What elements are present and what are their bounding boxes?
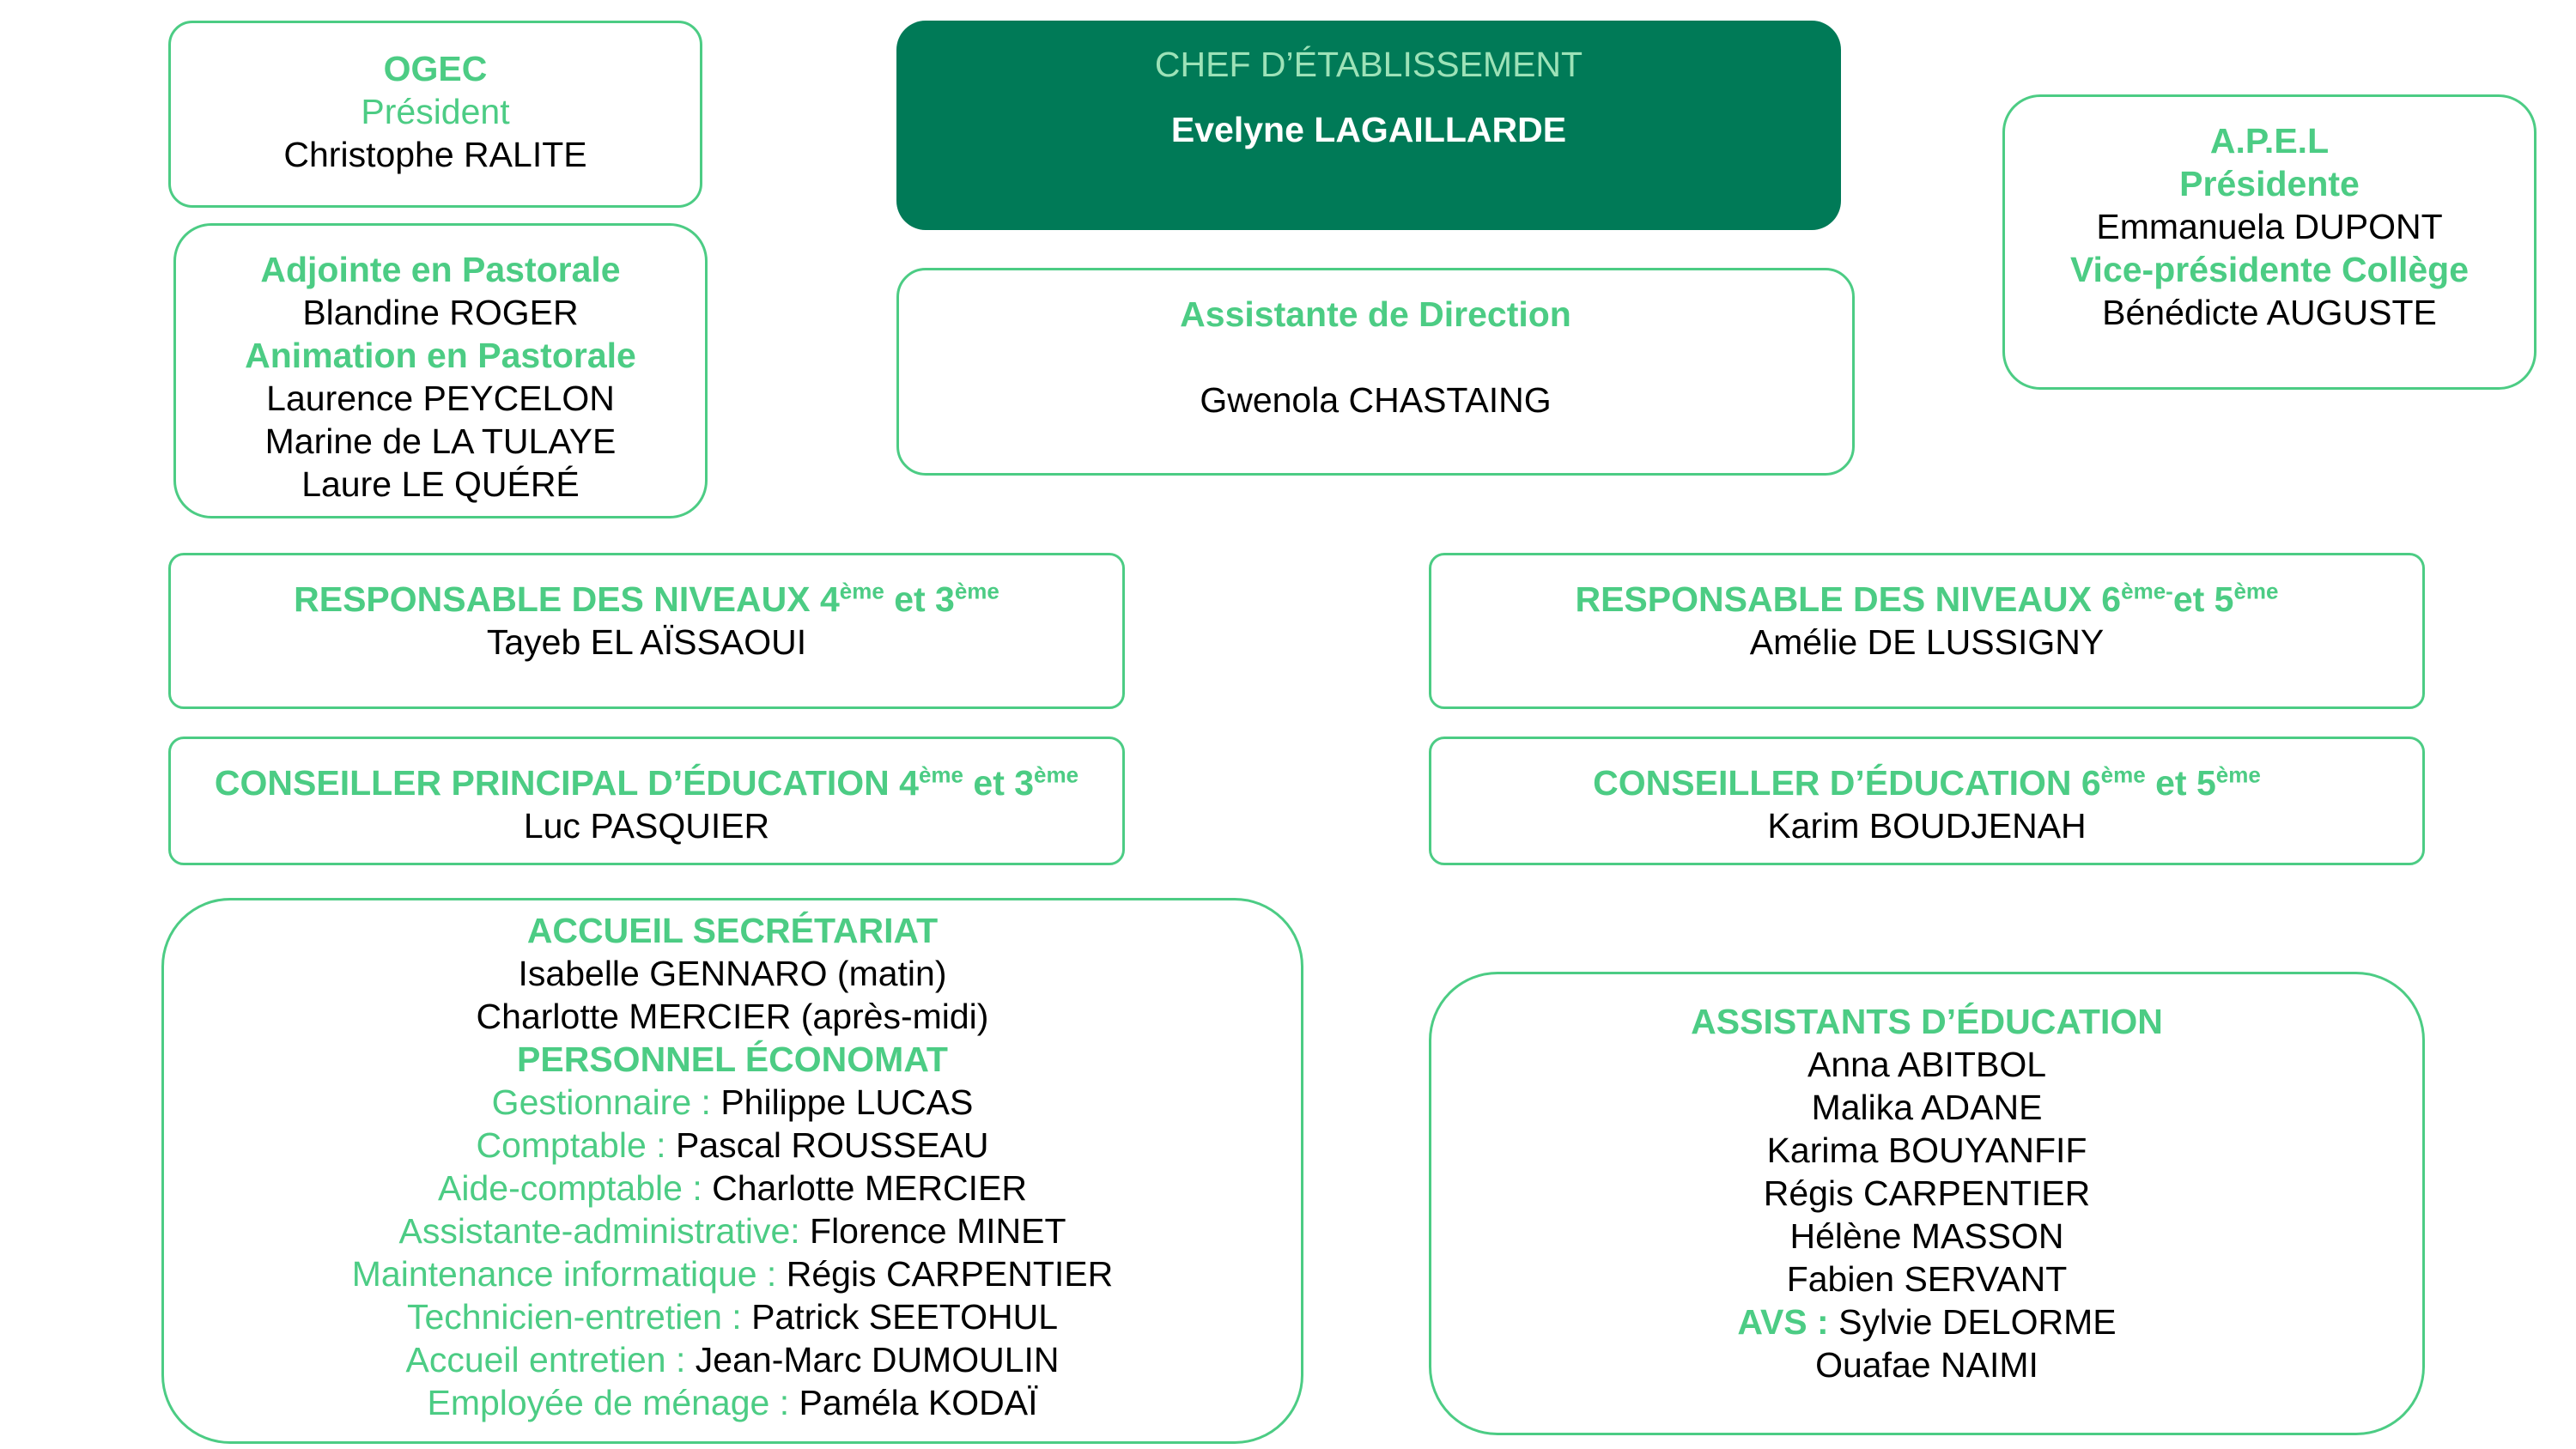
economat-row: Aide-comptable : Charlotte MERCIER (438, 1168, 1027, 1208)
apel-box: A.P.E.L Présidente Emmanuela DUPONT Vice… (2002, 94, 2537, 390)
ogec-name: Christophe RALITE (283, 135, 587, 174)
aed-name: Karima BOUYANFIF (1766, 1131, 2087, 1170)
economat-row: Gestionnaire : Philippe LUCAS (491, 1082, 974, 1122)
responsable-niveaux-6-5-name: Amélie DE LUSSIGNY (1749, 622, 2105, 662)
ogec-role: Président (361, 92, 510, 131)
aed-name: Hélène MASSON (1789, 1216, 2064, 1256)
economat-row: Accueil entretien : Jean-Marc DUMOULIN (405, 1340, 1060, 1379)
pastorale-role-adjointe: Adjointe en Pastorale (260, 250, 621, 289)
aed-avs-row: AVS : Sylvie DELORME (1737, 1302, 2117, 1342)
ogec-title: OGEC (383, 49, 488, 88)
chef-title: CHEF D’ÉTABLISSEMENT (1154, 45, 1583, 84)
ogec-box: OGEC Président Christophe RALITE (168, 21, 702, 208)
responsable-niveaux-6-5-box: RESPONSABLE DES NIVEAUX 6ème-et 5ème Amé… (1429, 553, 2425, 709)
pastorale-name-adjointe: Blandine ROGER (302, 293, 579, 332)
ce-6-5-title: CONSEILLER D’ÉDUCATION 6ème et 5ème (1593, 761, 2261, 803)
economat-title: PERSONNEL ÉCONOMAT (517, 1040, 948, 1079)
economat-row: Assistante-administrative: Florence MINE… (398, 1211, 1066, 1251)
accueil-title: ACCUEIL SECRÉTARIAT (526, 911, 939, 950)
responsable-niveaux-4-3-name: Tayeb EL AÏSSAOUI (486, 622, 807, 662)
apel-role-vice-presidente: Vice-présidente Collège (2069, 250, 2470, 289)
cpe-4-3-title: CONSEILLER PRINCIPAL D’ÉDUCATION 4ème et… (214, 761, 1079, 803)
assistante-name: Gwenola CHASTAING (1200, 380, 1552, 420)
aed-title: ASSISTANTS D’ÉDUCATION (1691, 1002, 2163, 1041)
assistante-title: Assistante de Direction (1180, 294, 1571, 334)
pastorale-role-animation: Animation en Pastorale (245, 336, 636, 375)
economat-row: Employée de ménage : Paméla KODAÏ (427, 1383, 1038, 1422)
economat-row: Maintenance informatique : Régis CARPENT… (351, 1254, 1114, 1294)
pastorale-name-animation: Laurence PEYCELON (266, 379, 615, 418)
pastorale-name-animation: Laure LE QUÉRÉ (301, 464, 580, 504)
apel-title: A.P.E.L (2209, 121, 2330, 161)
apel-name-presidente: Emmanuela DUPONT (2096, 207, 2443, 246)
responsable-niveaux-4-3-box: RESPONSABLE DES NIVEAUX 4ème et 3ème Tay… (168, 553, 1125, 709)
cpe-4-3-box: CONSEILLER PRINCIPAL D’ÉDUCATION 4ème et… (168, 737, 1125, 865)
apel-name-vice-presidente: Bénédicte AUGUSTE (2102, 293, 2437, 332)
aed-name: Régis CARPENTIER (1763, 1173, 2091, 1213)
chef-name: Evelyne LAGAILLARDE (1170, 110, 1567, 149)
responsable-niveaux-4-3-title: RESPONSABLE DES NIVEAUX 4ème et 3ème (294, 578, 999, 619)
responsable-niveaux-6-5-title: RESPONSABLE DES NIVEAUX 6ème-et 5ème (1575, 578, 2279, 619)
pastorale-name-animation: Marine de LA TULAYE (264, 421, 617, 461)
ce-6-5-name: Karim BOUDJENAH (1767, 806, 2087, 846)
aed-name: Ouafae NAIMI (1815, 1345, 2038, 1385)
assistante-direction-box: Assistante de Direction Gwenola CHASTAIN… (896, 268, 1855, 476)
aed-name: Fabien SERVANT (1786, 1259, 2068, 1299)
accueil-name: Isabelle GENNARO (matin) (518, 954, 947, 993)
economat-row: Comptable : Pascal ROUSSEAU (476, 1125, 989, 1165)
chef-etablissement-box: CHEF D’ÉTABLISSEMENT Evelyne LAGAILLARDE (896, 21, 1841, 230)
pastorale-box: Adjointe en Pastorale Blandine ROGER Ani… (173, 223, 708, 518)
accueil-economat-box: ACCUEIL SECRÉTARIAT Isabelle GENNARO (ma… (161, 898, 1303, 1444)
economat-row: Technicien-entretien : Patrick SEETOHUL (406, 1297, 1059, 1337)
aed-name: Malika ADANE (1811, 1088, 2043, 1127)
cpe-4-3-name: Luc PASQUIER (523, 806, 770, 846)
assistants-education-box: ASSISTANTS D’ÉDUCATION Anna ABITBOL Mali… (1429, 972, 2425, 1435)
aed-name: Anna ABITBOL (1807, 1045, 2047, 1084)
apel-role-presidente: Présidente (2179, 164, 2360, 203)
accueil-name: Charlotte MERCIER (après-midi) (476, 997, 989, 1036)
ce-6-5-box: CONSEILLER D’ÉDUCATION 6ème et 5ème Kari… (1429, 737, 2425, 865)
